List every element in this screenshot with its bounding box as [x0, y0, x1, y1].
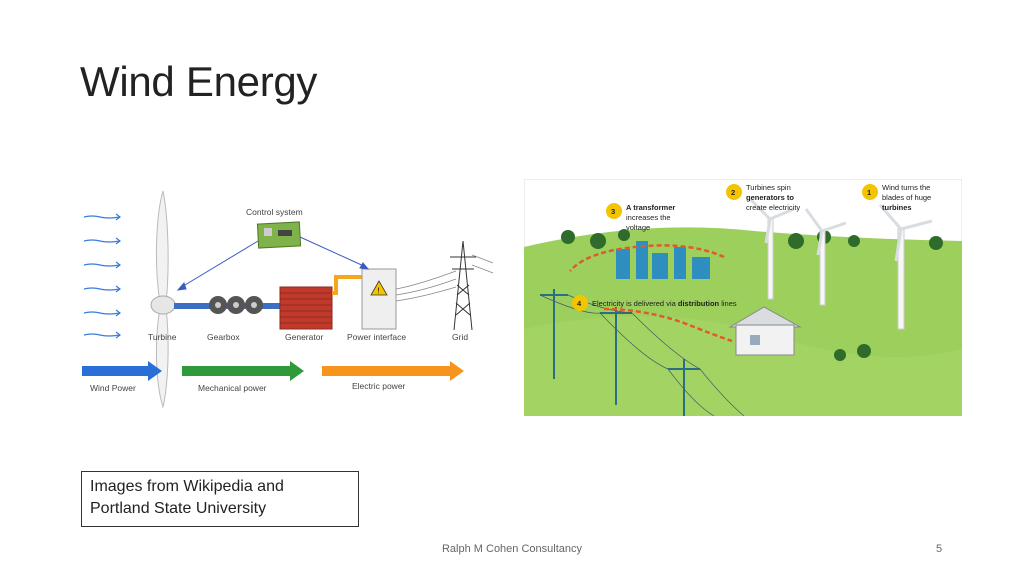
control-system-icon [256, 221, 302, 249]
step2-line3: create electricity [746, 203, 800, 212]
generator-icon [279, 286, 333, 330]
label-power-interface: Power interface [347, 332, 406, 342]
house-icon [728, 306, 802, 356]
wind-turbines [748, 197, 933, 330]
badge-step-1: 1 [867, 188, 871, 197]
label-turbine: Turbine [148, 332, 177, 342]
footer-text: Ralph M Cohen Consultancy [441, 543, 583, 555]
label-generator: Generator [285, 332, 323, 342]
step2-line2: generators to [746, 193, 794, 202]
credit-line-1: Images from Wikipedia and [90, 478, 284, 495]
trees [561, 229, 943, 361]
label-wind-power: Wind Power [90, 383, 136, 393]
step3-line3: voltage [626, 223, 650, 232]
badge-step-4: 4 [577, 299, 582, 308]
control-arrows [176, 236, 370, 291]
label-control-system: Control system [246, 207, 303, 217]
step1-line2: blades of huge [882, 193, 931, 202]
pylon-icon [450, 240, 476, 331]
page-number: 5 [936, 543, 943, 555]
power-flow-arrows [82, 361, 464, 381]
step3-line1: A transformer [626, 203, 675, 212]
step3-line2: increases the [626, 213, 671, 222]
transformer-station-icon [616, 241, 710, 279]
wind-turbine-system-diagram: ! Control system Turbine Gearbox Generat… [82, 190, 494, 409]
turbine-rotor-icon [150, 190, 176, 409]
label-grid: Grid [452, 332, 468, 342]
wind-farm-process-diagram: 1 2 3 4 Wind turns the blades of huge tu… [524, 179, 962, 416]
slide-title: Wind Energy [80, 58, 318, 105]
step4-text: Electricity is delivered via distributio… [592, 299, 737, 308]
grid-lines [395, 254, 494, 302]
distribution-poles [540, 289, 700, 416]
distribution-lines [539, 294, 745, 416]
step-badges: 1 2 3 4 [572, 184, 878, 311]
step1-line3: turbines [882, 203, 912, 212]
credit-line-2: Portland State University [90, 500, 267, 517]
power-interface-icon: ! [361, 268, 397, 330]
power-cable [332, 275, 362, 295]
badge-step-3: 3 [611, 207, 615, 216]
image-credit-box: Images from Wikipedia and Portland State… [81, 471, 359, 527]
gearbox-icon [209, 296, 263, 314]
wind-arrows [83, 213, 121, 339]
svg-text:!: ! [378, 287, 380, 296]
label-gearbox: Gearbox [207, 332, 240, 342]
step2-line1: Turbines spin [746, 183, 791, 192]
label-electric-power: Electric power [352, 381, 406, 391]
label-mechanical-power: Mechanical power [198, 383, 267, 393]
step1-line1: Wind turns the [882, 183, 930, 192]
badge-step-2: 2 [731, 188, 735, 197]
energy-flow-arrows [569, 244, 733, 343]
